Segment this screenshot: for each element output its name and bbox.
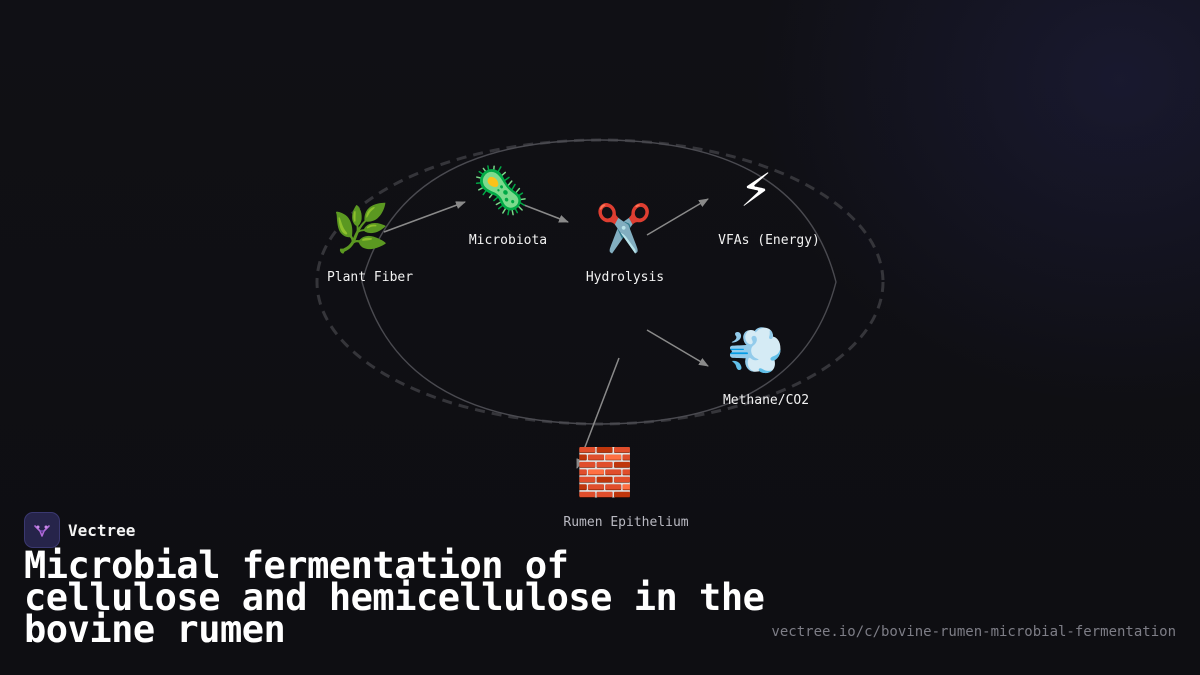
scissors-icon: ✂️ <box>595 201 653 255</box>
rumen-inner-ring <box>361 139 837 425</box>
brick-wall-icon: 🧱 <box>576 445 634 499</box>
page-title: Microbial fermentation of cellulose and … <box>24 544 765 651</box>
page-url[interactable]: vectree.io/c/bovine-rumen-microbial-ferm… <box>771 624 1176 640</box>
edge-microbiota-to-hydrolysis <box>523 204 569 223</box>
node-label-hydrolysis: Hydrolysis <box>585 270 665 285</box>
dash-cloud-icon: 💨 <box>727 323 785 377</box>
microbe-icon: 🦠 <box>472 163 530 217</box>
edge-vfas-to-epithelium <box>576 357 620 469</box>
node-label-plant-fiber: Plant Fiber <box>326 270 414 285</box>
lightning-icon: ⚡ <box>739 163 773 217</box>
node-label-vfas: VFAs (Energy) <box>718 233 820 248</box>
brand[interactable]: Vectree <box>24 512 135 548</box>
edge-hydrolysis-to-vfas <box>646 198 709 236</box>
edge-plant-fiber-to-microbiota <box>383 201 466 233</box>
node-label-rumen-epithelium: Rumen Epithelium <box>563 515 689 530</box>
node-label-methane: Methane/CO2 <box>722 393 810 408</box>
node-label-microbiota: Microbiota <box>468 233 548 248</box>
edge-hydrolysis-to-methane <box>646 329 709 367</box>
vectree-logo-icon <box>24 512 60 548</box>
brand-name: Vectree <box>68 520 136 540</box>
herb-icon: 🌿 <box>332 201 390 255</box>
